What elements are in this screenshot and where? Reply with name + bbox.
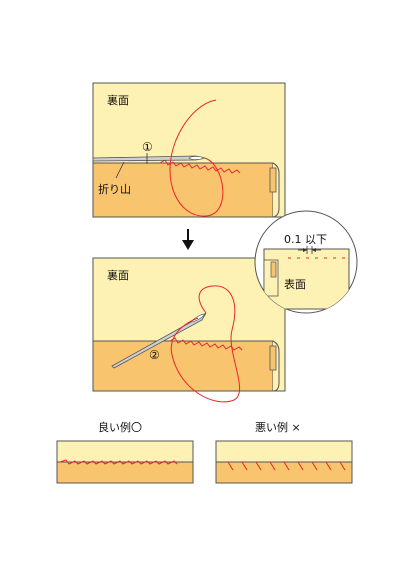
step2-thread — [170, 285, 240, 403]
step2-hem-fold — [92, 340, 274, 392]
bad-example: 悪い例 × — [215, 420, 353, 484]
good-example-label: 良い例〇 — [98, 420, 142, 434]
step2-panel: 裏面 ② — [92, 257, 286, 403]
detail-inset: 0.1 以下 表面 — [254, 210, 358, 314]
good-stitches — [59, 459, 178, 465]
fold-label: 折り山 — [98, 182, 131, 196]
step1-needle — [92, 155, 206, 162]
step2-back-label: 裏面 — [107, 268, 129, 282]
step1-thread — [169, 99, 224, 217]
good-example: 良い例〇 — [56, 420, 194, 484]
front-label: 表面 — [284, 277, 306, 291]
step1-back-label: 裏面 — [107, 93, 129, 107]
step2-stitches — [169, 337, 243, 351]
down-arrow — [182, 229, 194, 250]
bad-hem — [215, 461, 353, 484]
bad-example-label: 悪い例 × — [255, 420, 301, 434]
measure-label: 0.1 以下 — [284, 233, 327, 246]
good-hem — [56, 461, 194, 484]
step1-marker: ① — [142, 140, 153, 154]
step1-hem-fold — [92, 162, 274, 218]
step2-marker: ② — [149, 348, 160, 362]
step1-panel: 裏面 ① 折り山 — [92, 82, 286, 218]
measure-indicator — [298, 246, 321, 254]
step1-stitches — [159, 159, 241, 174]
bad-stitches — [227, 461, 346, 471]
